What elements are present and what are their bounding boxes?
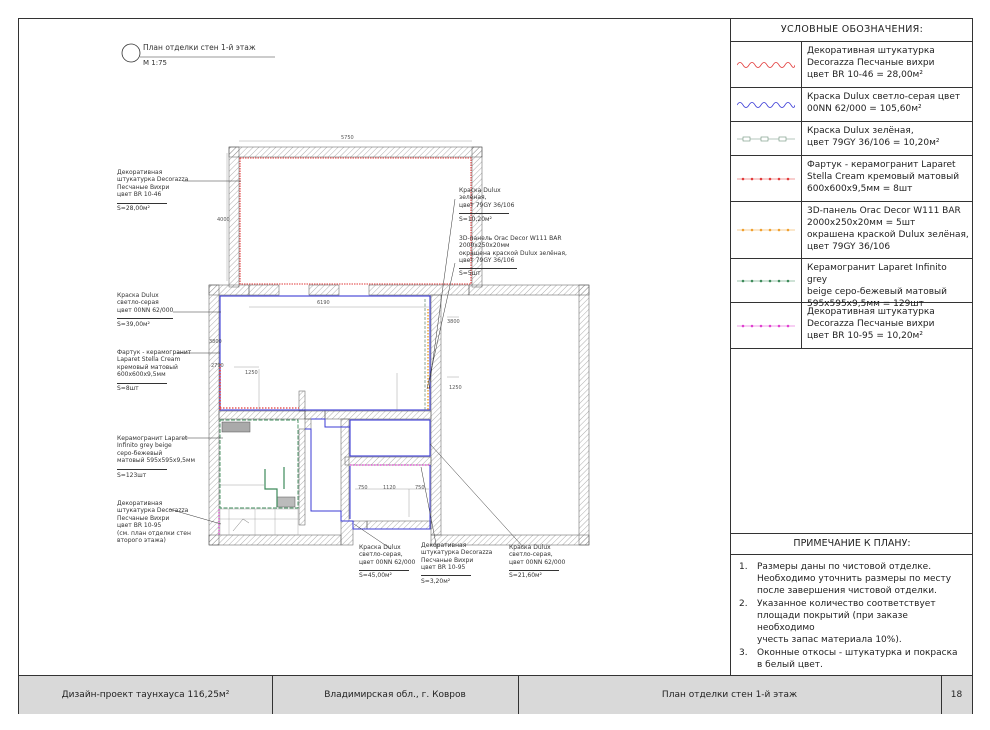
bathroom-finish	[219, 419, 299, 509]
dim-right-d: 1250	[449, 385, 462, 391]
callout-9-text: Декоративная штукатурка Decorazza Песчан…	[421, 542, 493, 572]
callout-8-area: S=45,00м²	[359, 572, 392, 579]
dim-top-width: 5750	[341, 135, 354, 141]
sheet-title: План отделки стен 1-й этаж	[518, 676, 942, 714]
drawing-sheet: План отделки стен 1-й этаж М 1:75 5750 6…	[18, 18, 973, 714]
callout-6-area: S=10,20м²	[459, 216, 492, 223]
callout-7-text: 3D-панель Orac Decor W111 BAR 2000x250x2…	[459, 235, 567, 265]
legend-sample-red-dots	[731, 156, 802, 201]
legend-item-text: 3D-панель Orac Decor W111 BAR 2000х250х2…	[807, 206, 969, 252]
notes-list: 1. Размеры даны по чистовой отделке. Необ…	[731, 561, 973, 672]
callout-10-area: S=21,60м²	[509, 572, 542, 579]
note-item: 1. Размеры даны по чистовой отделке. Необ…	[731, 561, 973, 597]
note-text: Размеры даны по чистовой отделке. Необхо…	[757, 562, 952, 596]
callout-6-text: Краска Dulux зелёная, цвет 79GY 36/106	[459, 187, 515, 209]
dim-right-c: 3800	[447, 319, 460, 325]
legend-item-text: Декоративная штукатурка Decorazza Песчан…	[807, 46, 935, 80]
dim-bottom-1: 750	[358, 485, 368, 491]
leader-lines	[168, 180, 526, 550]
dim-mid-height: 3800	[209, 339, 222, 345]
walls	[208, 146, 590, 546]
callout-2-area: S=39,00м²	[117, 321, 150, 328]
title-block: Дизайн-проект таунхауса 116,25м² Владими…	[19, 675, 972, 714]
callout-4-text: Керамогранит Laparet Infinito grey beige…	[117, 435, 196, 465]
callout-3-area: S=8шт	[117, 385, 139, 392]
room-top-finish	[239, 157, 472, 285]
dim-small-b: 1250	[245, 370, 258, 376]
callout-3-text: Фартук - керамогранит Laparet Stella Cre…	[117, 349, 192, 379]
project-location: Владимирская обл., г. Ковров	[272, 676, 519, 714]
legend-item: Декоративная штукатурка Decorazza Песчан…	[731, 42, 973, 88]
project-name: Дизайн-проект таунхауса 116,25м²	[19, 676, 273, 714]
legend-sample-red-wave	[731, 42, 802, 87]
sheet-number: 18	[950, 690, 963, 700]
note-item: 3. Оконные откосы - штукатурка и покраска…	[731, 647, 973, 671]
dim-bottom-2: 1120	[383, 485, 396, 491]
legend-item-text: Фартук - керамогранит Laparet Stella Cre…	[807, 160, 960, 194]
legend-item: Краска Dulux светло-серая цвет 00NN 62/0…	[731, 88, 973, 122]
plan-title-marker	[121, 43, 141, 63]
dim-small-a: 2790	[211, 363, 224, 369]
legend-sample-green-dots	[731, 259, 802, 302]
legend-item-text: Краска Dulux светло-серая цвет 00NN 62/0…	[807, 92, 961, 114]
callout-8-text: Краска Dulux светло-серая, цвет 00NN 62/…	[359, 544, 416, 566]
legend-item-text: Керамогранит Laparet Infinito grey beige…	[807, 263, 947, 309]
note-item: 2. Указанное количество соответствует пло…	[731, 598, 973, 646]
dim-bottom-3: 750	[415, 485, 425, 491]
callout-9-area: S=3,20м²	[421, 578, 451, 585]
legend-item: Керамогранит Laparet Infinito grey beige…	[731, 259, 973, 309]
legend-title: УСЛОВНЫЕ ОБОЗНАЧЕНИЯ:	[731, 19, 973, 42]
legend-sample-green-chain	[731, 122, 802, 155]
note-text: Оконные откосы - штукатурка и покраска в…	[757, 648, 958, 670]
note-text: Указанное количество соответствует площа…	[757, 599, 936, 645]
note-number: 2.	[739, 599, 748, 609]
stairs	[219, 508, 299, 536]
dim-room-width: 6190	[317, 300, 330, 306]
legend-item: 3D-панель Orac Decor W111 BAR 2000х250х2…	[731, 202, 973, 259]
legend-sample-orange-dots	[731, 202, 802, 258]
room-mid-finish	[219, 295, 431, 411]
plan-scale: М 1:75	[143, 59, 167, 67]
note-number: 1.	[739, 562, 748, 572]
callout-1-area: S=28,00м²	[117, 205, 150, 212]
legend-item-text: Краска Dulux зелёная, цвет 79GY 36/106 =…	[807, 126, 940, 148]
floor-plan	[121, 43, 590, 550]
callout-2-text: Краска Dulux светло-серая цвет 00NN 62/0…	[117, 292, 174, 314]
legend-sample-magenta-dots	[731, 303, 802, 348]
legend-sample-blue-wave	[731, 88, 802, 121]
plan-title: План отделки стен 1-й этаж	[143, 43, 256, 52]
note-number: 3.	[739, 648, 748, 658]
callout-10-text: Краска Dulux светло-серая, цвет 00NN 62/…	[509, 544, 566, 566]
corridor-finish	[349, 419, 431, 457]
legend-item-text: Декоративная штукатурка Decorazza Песчан…	[807, 307, 935, 341]
callout-4-area: S=123шт	[117, 472, 147, 479]
legend-item: Краска Dulux зелёная, цвет 79GY 36/106 =…	[731, 122, 973, 156]
notes-title: ПРИМЕЧАНИЕ К ПЛАНУ:	[731, 533, 973, 555]
callout-1-text: Декоративная штукатурка Decorazza Песчан…	[117, 169, 189, 199]
legend-item: Фартук - керамогранит Laparet Stella Cre…	[731, 156, 973, 202]
callout-5-text: Декоративная штукатурка Decorazza Песчан…	[117, 500, 191, 545]
legend-panel: УСЛОВНЫЕ ОБОЗНАЧЕНИЯ: Декоративная штука…	[730, 19, 973, 675]
dim-left-height: 4000	[217, 217, 230, 223]
callout-7-area: S=5шт	[459, 270, 481, 277]
dimension-lines	[447, 316, 459, 378]
legend-item: Декоративная штукатурка Decorazza Песчан…	[731, 303, 973, 349]
